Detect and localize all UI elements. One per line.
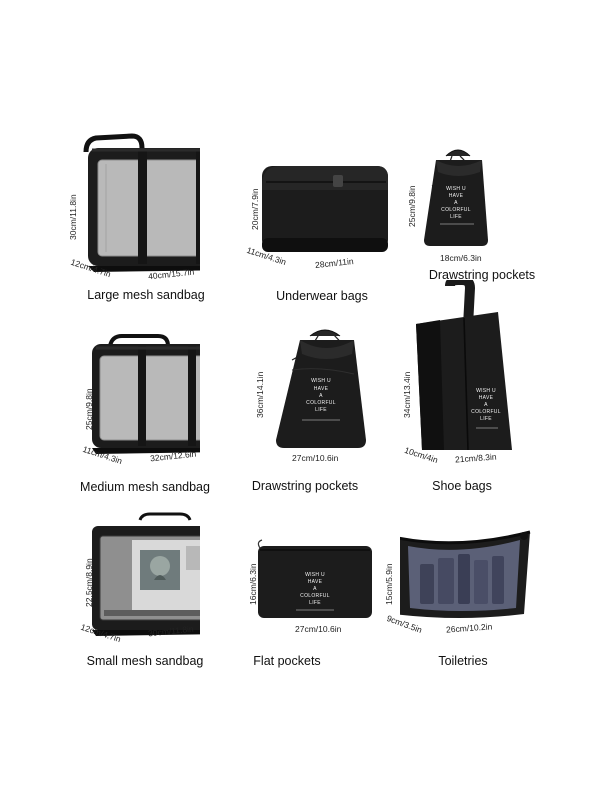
svg-text:COLORFUL: COLORFUL (471, 409, 501, 415)
svg-text:HAVE: HAVE (314, 386, 329, 392)
svg-text:A: A (319, 393, 323, 399)
bag-print-text: WISH U (311, 378, 331, 384)
bag-print-text: WISH U (446, 186, 466, 192)
dimension-height: 25cm/9.8in (84, 388, 94, 430)
svg-text:LIFE: LIFE (480, 416, 492, 422)
item-medium-mesh-sandbag: 25cm/9.8in 11cm/4.3in 32cm/12.6in Medium… (0, 320, 210, 520)
dimension-height: 16cm/6.3in (248, 563, 258, 605)
item-caption: Large mesh sandbag (87, 288, 205, 302)
item-caption: Shoe bags (432, 479, 492, 493)
dimension-width: 27cm/10.6in (292, 453, 339, 463)
svg-text:A: A (313, 586, 317, 592)
svg-text:LIFE: LIFE (450, 214, 462, 220)
svg-text:HAVE: HAVE (479, 395, 494, 401)
svg-text:A: A (454, 200, 458, 206)
item-caption: Toiletries (438, 654, 488, 668)
dimension-height: 22.5cm/8.9in (84, 558, 94, 607)
svg-text:COLORFUL: COLORFUL (300, 593, 330, 599)
large-mesh-bag-image (83, 133, 200, 272)
svg-text:A: A (484, 402, 488, 408)
flat-pocket-image: WISH U HAVE A COLORFUL LIFE (257, 539, 372, 618)
dimension-height: 20cm/7.9in (250, 188, 260, 230)
item-caption: Drawstring pockets (428, 268, 536, 282)
bag-print-text: WISH U (476, 388, 496, 394)
item-caption: Drawstring pockets (251, 479, 359, 493)
svg-text:HAVE: HAVE (308, 579, 323, 585)
item-caption: Underwear bags (276, 289, 368, 303)
dimension-height: 36cm/14.1in (255, 371, 265, 418)
drawstring-small-image: WISH U HAVE A COLORFUL LIFE (424, 149, 488, 246)
svg-text:COLORFUL: COLORFUL (441, 207, 471, 213)
bag-print-text: WISH U (305, 572, 325, 578)
item-underwear-bags: 20cm/7.9in 11cm/4.3in 28cm/11in Underwea… (200, 120, 400, 320)
shoe-bag-image: WISH U HAVE A COLORFUL LIFE (416, 280, 512, 451)
item-caption: Flat pockets (253, 654, 321, 668)
svg-text:HAVE: HAVE (449, 193, 464, 199)
drawstring-large-image: WISH U HAVE A COLORFUL LIFE (276, 329, 366, 448)
toiletries-bag-image (400, 530, 531, 618)
item-large-mesh-sandbag: 30cm/11.8in 12cm/4.7in 40cm/15.7in Large… (0, 120, 205, 320)
svg-text:COLORFUL: COLORFUL (306, 400, 336, 406)
dimension-height: 15cm/5.9in (384, 563, 394, 605)
dimension-height: 30cm/11.8in (68, 194, 78, 240)
medium-mesh-bag-image (92, 334, 200, 454)
item-drawstring-pockets-large: WISH U HAVE A COLORFUL LIFE 36cm/14.1in … (200, 320, 400, 520)
item-small-mesh-sandbag: 22.5cm/8.9in 12cm/4.7in 30cm/11.8in Smal… (0, 510, 203, 680)
item-caption: Small mesh sandbag (86, 654, 204, 668)
dimension-width: 27cm/10.6in (295, 624, 342, 634)
svg-text:LIFE: LIFE (315, 407, 327, 413)
small-mesh-bag-image (92, 512, 200, 636)
item-toiletries: 15cm/5.9in 9cm/3.5in 26cm/10.2in Toiletr… (384, 510, 600, 680)
svg-text:LIFE: LIFE (309, 600, 321, 606)
underwear-bag-image (262, 166, 388, 252)
item-drawstring-pockets-small: WISH U HAVE A COLORFUL LIFE 25cm/9.8in 1… (400, 120, 600, 320)
dimension-height: 25cm/9.8in (407, 185, 417, 227)
item-caption: Medium mesh sandbag (80, 480, 210, 494)
dimension-width: 18cm/6.3in (440, 253, 482, 263)
item-flat-pockets: WISH U HAVE A COLORFUL LIFE 16cm/6.3in 2… (200, 510, 400, 680)
item-shoe-bags: WISH U HAVE A COLORFUL LIFE 34cm/13.4in … (400, 280, 600, 520)
dimension-height: 34cm/13.4in (402, 371, 412, 418)
